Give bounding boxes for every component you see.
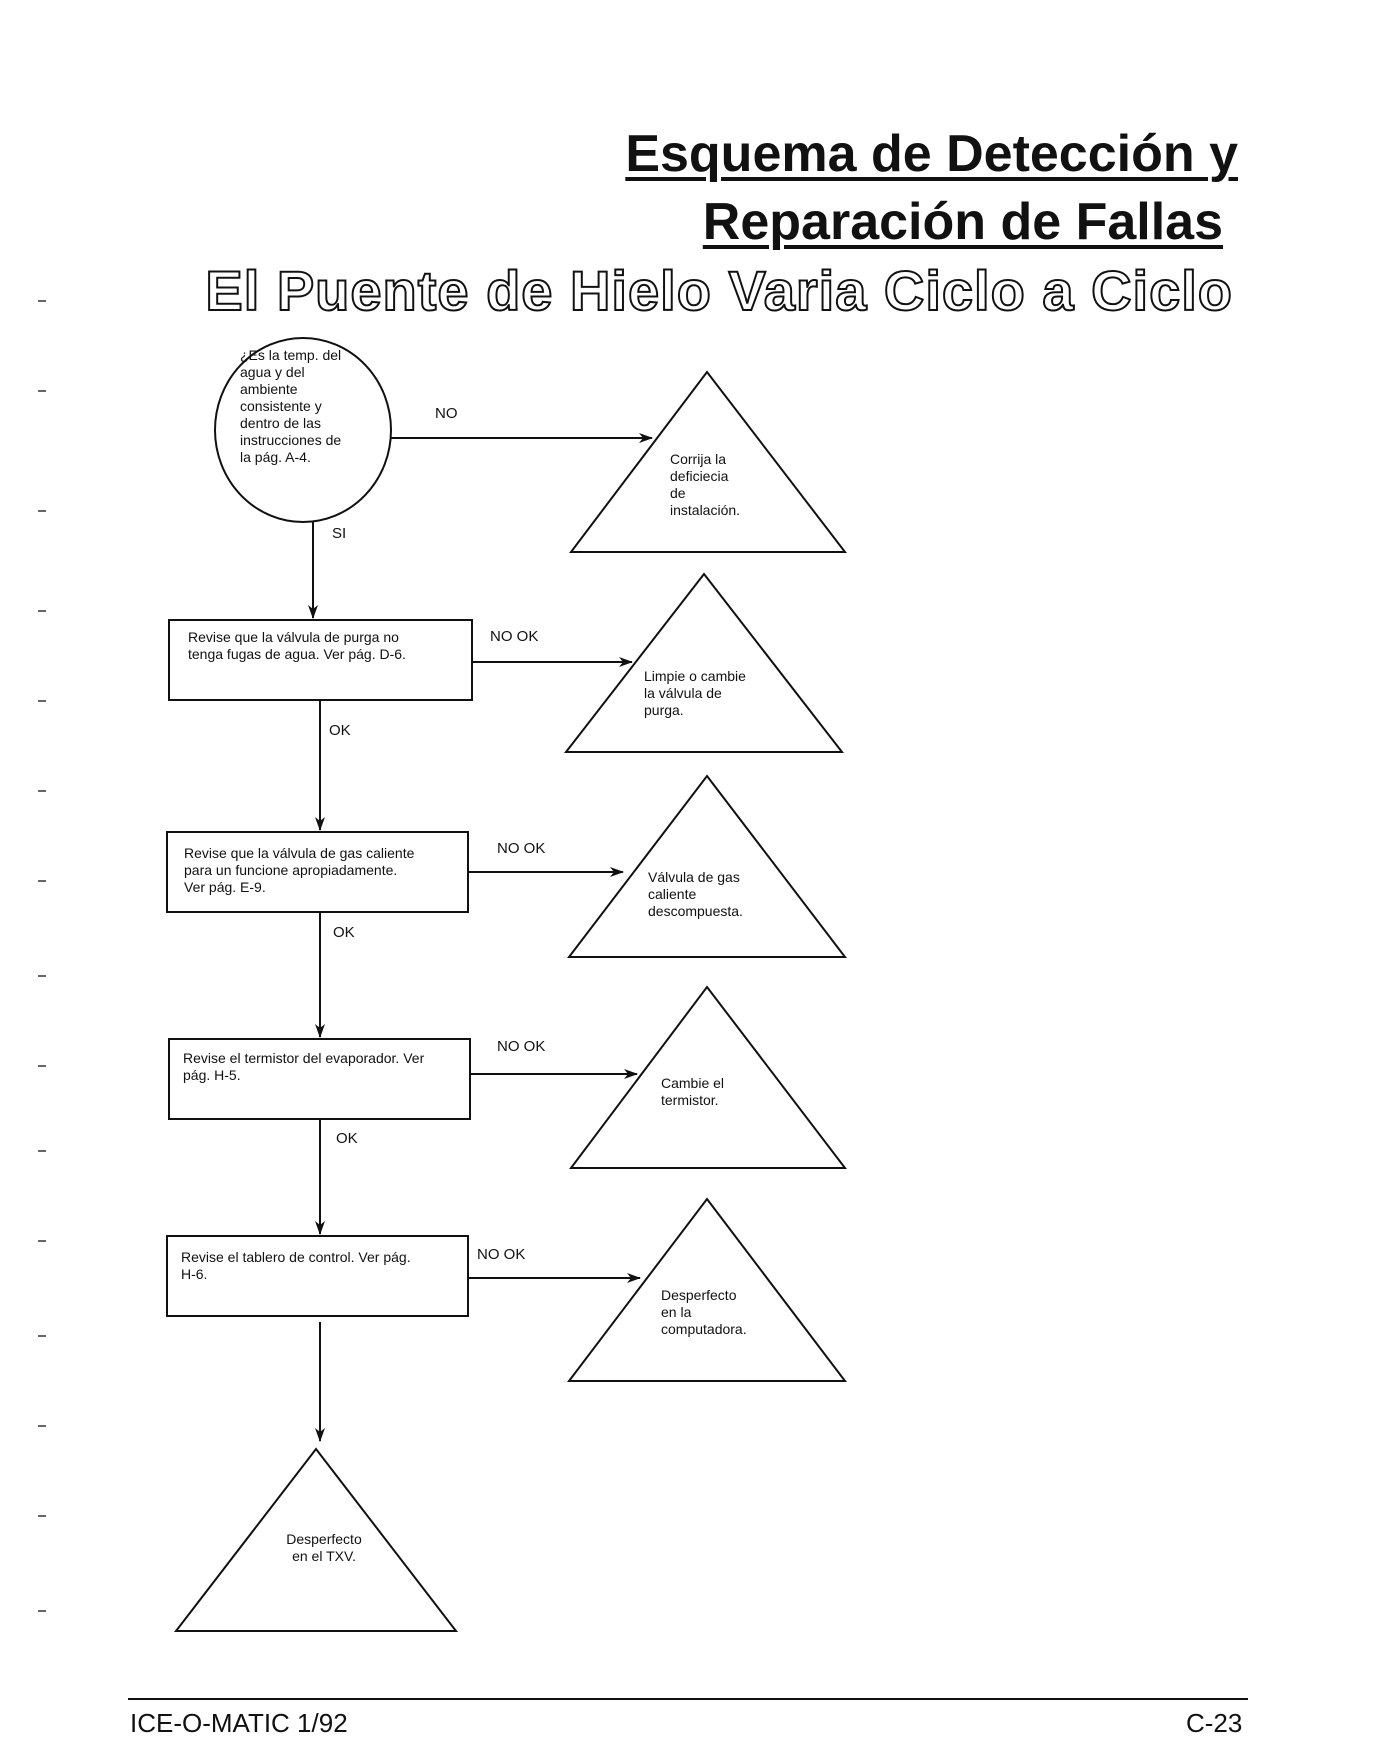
result-triangle-start xyxy=(568,370,848,553)
binding-mark xyxy=(38,790,46,792)
binding-mark xyxy=(38,300,46,302)
edge-label-ok-1: OK xyxy=(329,722,351,739)
start-decision-circle xyxy=(214,337,392,523)
page-subtitle: El Puente de Hielo Varia Ciclo a Ciclo xyxy=(204,258,1233,323)
process-box-4 xyxy=(166,1235,469,1317)
page-title-line-1: Esquema de Detección y xyxy=(625,125,1238,183)
result-text-2: Válvula de gas caliente descompuesta. xyxy=(648,869,743,919)
result-text-1: Limpie o cambie la válvula de purga. xyxy=(644,668,746,718)
edge-label-si: SI xyxy=(332,525,347,542)
result-triangle-1 xyxy=(563,572,845,753)
binding-mark xyxy=(38,1335,46,1337)
edge-label-not-ok-1: NO OK xyxy=(490,628,539,645)
result-text-start: Corrija la deficiecia de instalación. xyxy=(670,451,741,518)
start-decision-text: ¿Es la temp. del agua y del ambiente con… xyxy=(240,347,342,465)
edge-label-not-ok-3: NO OK xyxy=(497,1038,546,1055)
page-title-line-2: Reparación de Fallas xyxy=(702,193,1223,251)
edge-label-ok-2: OK xyxy=(333,924,355,941)
footer-publisher: ICE-O-MATIC 1/92 xyxy=(130,1708,348,1738)
result-text-4: Desperfecto en la computadora. xyxy=(661,1287,747,1337)
footer-page-number: C-23 xyxy=(1186,1708,1243,1738)
process-box-3 xyxy=(168,1038,471,1120)
result-triangle-3 xyxy=(568,985,848,1169)
binding-mark xyxy=(38,880,46,882)
binding-mark xyxy=(38,975,46,977)
process-text-1: Revise que la válvula de purga no tenga … xyxy=(188,629,406,662)
binding-mark xyxy=(38,1425,46,1427)
result-text-final: Desperfecto en el TXV. xyxy=(286,1531,362,1564)
binding-mark xyxy=(38,1150,46,1152)
footer-rule xyxy=(128,1698,1248,1700)
binding-mark xyxy=(38,390,46,392)
process-text-4: Revise el tablero de control. Ver pág. H… xyxy=(181,1249,411,1282)
binding-mark xyxy=(38,1240,46,1242)
binding-mark xyxy=(38,700,46,702)
result-triangle-2 xyxy=(566,774,848,958)
process-text-3: Revise el termistor del evaporador. Ver … xyxy=(183,1050,425,1083)
binding-mark xyxy=(38,1065,46,1067)
edge-label-not-ok-2: NO OK xyxy=(497,840,546,857)
process-box-1 xyxy=(168,619,473,701)
binding-mark xyxy=(38,610,46,612)
binding-mark xyxy=(38,1610,46,1612)
result-triangle-final xyxy=(173,1447,459,1632)
process-box-2 xyxy=(166,831,469,913)
result-text-3: Cambie el termistor. xyxy=(661,1075,725,1108)
binding-mark xyxy=(38,510,46,512)
edge-label-not-ok-4: NO OK xyxy=(477,1246,526,1263)
process-text-2: Revise que la válvula de gas caliente pa… xyxy=(184,845,415,895)
edge-label-no: NO xyxy=(435,405,458,422)
result-triangle-4 xyxy=(566,1197,848,1382)
binding-mark xyxy=(38,1515,46,1517)
edge-label-ok-3: OK xyxy=(336,1130,358,1147)
